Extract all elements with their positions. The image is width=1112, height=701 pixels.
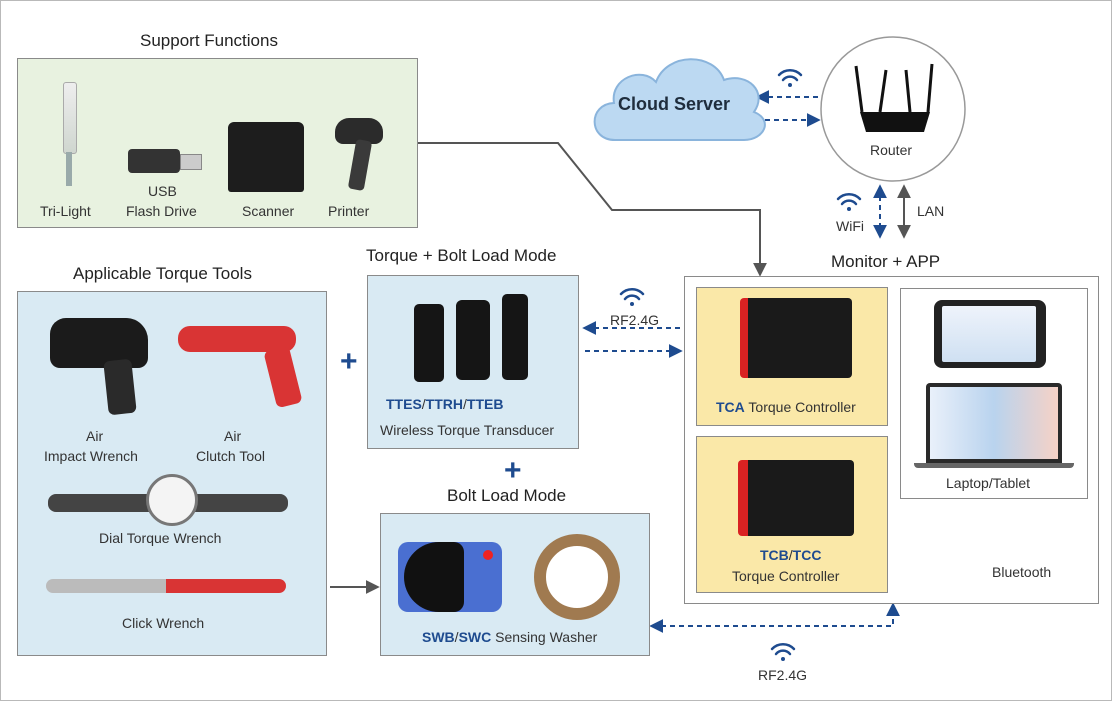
rf-bottom-label: RF2.4G: [758, 667, 808, 683]
transducer-icon-2: [456, 300, 490, 380]
model-swb: SWB: [422, 629, 455, 645]
click-wrench-icon: [46, 579, 286, 593]
air-clutch-label-2: Clutch Tool: [196, 448, 266, 464]
scanner-icon: [228, 122, 304, 192]
tri-light-label: Tri-Light: [40, 203, 91, 219]
printer-label: Printer: [328, 203, 370, 219]
support-to-monitor-line: [418, 142, 767, 277]
air-clutch-label-1: Air: [224, 428, 242, 444]
wifi-label: WiFi: [836, 218, 864, 234]
model-sep-2: /: [463, 396, 467, 412]
air-impact-label-2: Impact Wrench: [44, 448, 138, 464]
tca-controller-icon: [740, 298, 852, 378]
rf-top-label: RF2.4G: [610, 312, 660, 328]
model-ttes: TTES: [386, 396, 422, 412]
usb-drive-icon: [128, 149, 180, 173]
transducer-icon-3: [502, 294, 528, 380]
wifi-icon-rf-bottom: [770, 642, 796, 661]
transducer-desc: Wireless Torque Transducer: [380, 422, 555, 438]
usb-label: USB: [148, 183, 177, 199]
rf-bottom-link: [649, 602, 900, 633]
torque-bolt-models: TTES/TTRH/TTEB: [386, 394, 503, 414]
air-impact-wrench-icon: [50, 318, 148, 368]
bluetooth-label: Bluetooth: [992, 564, 1052, 580]
plus-sign-middle: +: [504, 454, 522, 487]
flash-drive-label: Flash Drive: [126, 203, 197, 219]
torque-bolt-title: Torque + Bolt Load Mode: [366, 246, 557, 265]
model-sep-4: /: [788, 547, 793, 563]
tcb-models: TCB/TCC: [760, 545, 821, 565]
wifi-icon-router: [836, 192, 862, 211]
laptop-screen: [930, 387, 1058, 459]
tools-title: Applicable Torque Tools: [73, 264, 252, 283]
sensing-washer-swb-core: [404, 542, 464, 612]
tca-desc: Torque Controller: [748, 399, 856, 415]
wifi-icon-rf-top: [619, 287, 645, 306]
model-tca: TCA: [716, 399, 745, 415]
scanner-label: Scanner: [242, 203, 295, 219]
lan-label: LAN: [917, 203, 945, 219]
model-ttrh: TTRH: [425, 396, 463, 412]
model-sep-1: /: [421, 396, 426, 412]
sensing-washer-indicator-icon: [483, 550, 493, 560]
router-label: Router: [870, 142, 913, 158]
usb-connector-icon: [180, 154, 202, 170]
laptop-base-icon: [914, 463, 1074, 468]
bolt-title: Bolt Load Mode: [447, 486, 567, 505]
model-sep-3: /: [454, 629, 459, 645]
bolt-models: SWB/SWC Sensing Washer: [422, 627, 597, 647]
air-impact-handle-icon: [103, 358, 137, 416]
router-device-icon: [854, 63, 934, 132]
tca-label: TCA Torque Controller: [716, 397, 856, 417]
cloud-shape: [593, 58, 766, 141]
plus-sign-left: +: [340, 345, 358, 378]
transducer-icon-1: [414, 304, 444, 382]
tablet-screen: [942, 306, 1036, 362]
tri-light-icon: [63, 82, 77, 154]
tri-light-base: [66, 152, 72, 186]
tcb-desc: Torque Controller: [732, 568, 840, 584]
monitor-title: Monitor + APP: [831, 252, 941, 271]
support-title: Support Functions: [140, 31, 278, 50]
wifi-icon-cloud: [777, 68, 803, 87]
model-tcc: TCC: [792, 547, 822, 563]
sensing-washer-swc-icon: [534, 534, 620, 620]
model-tteb: TTEB: [466, 396, 504, 412]
air-impact-label-1: Air: [86, 428, 104, 444]
model-swc: SWC: [458, 629, 492, 645]
washer-desc: Sensing Washer: [495, 629, 598, 645]
click-wrench-label: Click Wrench: [122, 615, 205, 631]
dial-gauge-icon: [146, 474, 198, 526]
tcb-controller-icon: [738, 460, 854, 536]
model-tcb: TCB: [760, 547, 789, 563]
laptop-label: Laptop/Tablet: [946, 475, 1031, 491]
dial-torque-wrench-label: Dial Torque Wrench: [99, 530, 222, 546]
cloud-server-label: Cloud Server: [618, 94, 731, 114]
